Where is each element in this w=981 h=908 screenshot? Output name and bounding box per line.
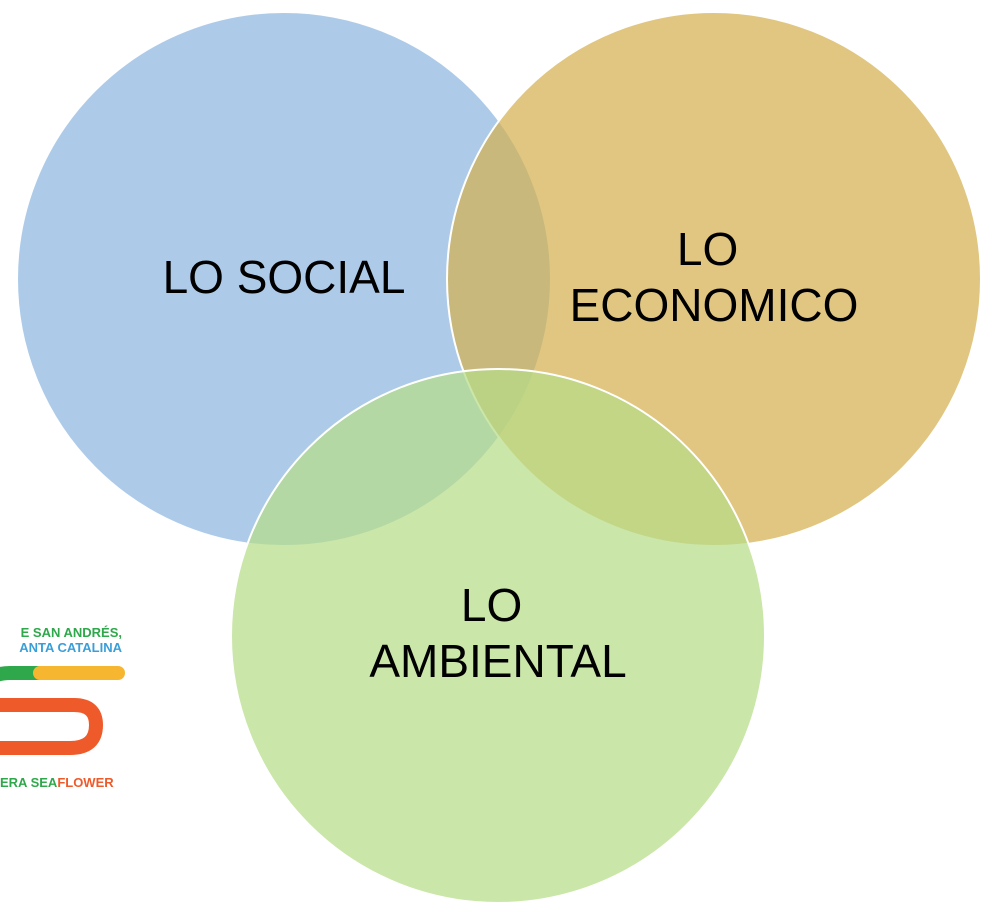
logo-text-line-1: E SAN ANDRÉS, — [21, 625, 122, 640]
venn-circles — [16, 11, 981, 904]
label-social-line-1: LO SOCIAL — [163, 251, 406, 303]
logo-text-line-3-part-2: FLOWER — [57, 775, 114, 790]
logo-s-mark-icon — [0, 666, 125, 755]
label-ambiental: LO AMBIENTAL — [369, 579, 626, 687]
label-economico-line-1: LO — [677, 223, 738, 275]
logo-green-stroke — [0, 666, 47, 711]
logo-text-line-3-part-1: ERA SEA — [0, 775, 58, 790]
logo-text-line-3: ERA SEAFLOWER — [0, 775, 114, 790]
label-social: LO SOCIAL — [163, 251, 406, 303]
logo-text-line-2: ANTA CATALINA — [19, 640, 122, 655]
logo-seaflower: E SAN ANDRÉS, ANTA CATALINA ERA SEAFLOWE… — [0, 625, 125, 790]
label-economico: LO ECONOMICO — [570, 223, 859, 331]
logo-orange-stroke — [0, 698, 104, 755]
circle-ambiental — [230, 368, 766, 904]
label-economico-line-2: ECONOMICO — [570, 279, 859, 331]
label-ambiental-line-2: AMBIENTAL — [369, 635, 626, 687]
label-ambiental-line-1: LO — [461, 579, 522, 631]
